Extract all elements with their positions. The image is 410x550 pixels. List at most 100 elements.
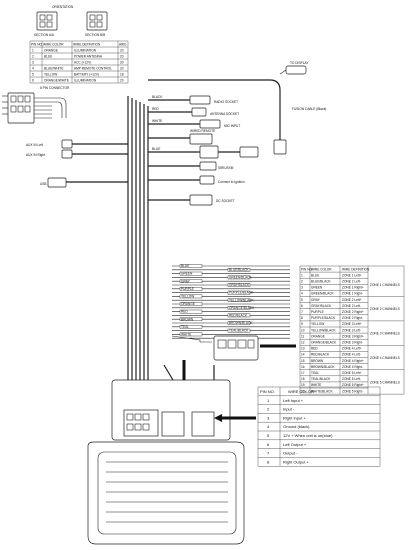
wire-table-definition: ZONE 2 Right+ xyxy=(342,310,364,314)
speaker-wire-color: BLUE xyxy=(181,264,189,268)
wire-table-definition: ZONE 3 Right- xyxy=(342,341,363,345)
wire-table-frame xyxy=(299,265,405,395)
wire-table-pin: 7 xyxy=(301,310,303,314)
zone-label: ZONE 4 CHANNELS xyxy=(370,356,400,360)
amp-table-wire: Output - xyxy=(283,451,298,456)
wire-tag xyxy=(227,283,251,287)
to-display-label: TO DISPLAY xyxy=(290,61,309,65)
aux-connectors xyxy=(61,139,128,159)
speaker-wire-color: GRAY xyxy=(181,279,191,283)
top-table-cell: 4 xyxy=(32,67,34,71)
top-table-header: WIRE DEFINITION xyxy=(73,43,101,47)
usb-connector xyxy=(47,177,128,188)
wire-tag xyxy=(179,271,203,276)
wire-table-pin: 13 xyxy=(301,347,305,351)
wire-table-definition: ZONE 5 Left+ xyxy=(342,371,362,375)
wire-table-color: GRAY/BLACK xyxy=(311,304,332,308)
wire-table-pin: 4 xyxy=(301,292,303,296)
wire-table-pin: 16 xyxy=(301,365,305,369)
wire-table-pin: 10 xyxy=(301,328,305,332)
wire-table-pin: 17 xyxy=(301,371,305,375)
wire-tag xyxy=(179,317,203,322)
wire-table-pin: 5 xyxy=(301,298,303,302)
orientation-label-b: SECTION B/B xyxy=(85,33,105,37)
top-table-cell: 18 xyxy=(120,73,124,77)
usb-label: USB xyxy=(40,182,47,186)
wire-table-pin: 1 xyxy=(301,273,303,277)
wire-tag xyxy=(179,309,203,314)
orientation-title: ORIENTATION xyxy=(52,5,74,9)
speaker-wire-color: GREEN xyxy=(181,272,193,276)
top-table-cell: YELLOW xyxy=(44,73,57,77)
top-table-cell: ILLUMINATION xyxy=(74,49,97,53)
wire-tag xyxy=(179,294,203,299)
wire-white-label: WHITE xyxy=(152,119,162,123)
wire-table-definition: ZONE 2 Left- xyxy=(342,304,361,308)
wired-remote-label: WIRED REMOTE xyxy=(190,129,215,133)
wire-table-definition: ZONE 5 Right+ xyxy=(342,383,364,387)
amp-table-pin: 1 xyxy=(267,398,270,403)
amp-table-wire: Right Output + xyxy=(283,459,310,464)
amp-arrow-head xyxy=(214,414,222,422)
speaker-harness-connector xyxy=(213,335,259,361)
top-table-cell: POWER ANTENNA xyxy=(74,55,103,59)
top-table-cell: 3 xyxy=(32,61,34,65)
fusion-cable-label: FUSION CABLE (Blank) xyxy=(292,107,326,111)
amp-table-wire: Left Input + xyxy=(283,398,304,403)
wire-table-definition: ZONE 3 Right+ xyxy=(342,334,364,338)
wire-table-pin: 3 xyxy=(301,286,303,290)
wire-table-color: WHITE/BLACK xyxy=(311,389,333,393)
top-table-cell: 20 xyxy=(120,55,124,59)
amp-table-wire: Input - xyxy=(283,407,295,412)
bank-feed xyxy=(171,335,212,343)
pin8-connector xyxy=(7,92,35,124)
wire-table-definition: ZONE 3 Left- xyxy=(342,328,361,332)
wire-table-color: YELLOW/BLACK xyxy=(311,328,336,332)
amp-table-wire: Ground (black) xyxy=(283,424,310,429)
wire-table-definition: ZONE 2 Right- xyxy=(342,316,363,320)
wire-table-color: BLUE/BLACK xyxy=(311,280,332,284)
amp-table-pin: 8 xyxy=(267,459,270,464)
wire-table-header: WIRE COLOR xyxy=(311,267,332,271)
wire-tag xyxy=(227,290,251,295)
wire-table-pin: 2 xyxy=(301,280,303,284)
wire-tag xyxy=(179,332,203,337)
top-table-cell: 20 xyxy=(120,49,124,53)
top-table-cell: 20 xyxy=(120,79,124,83)
wire-table-color: TEAL xyxy=(311,371,319,375)
wire-table-pin: 15 xyxy=(301,359,305,363)
amp-table-header: WIRE COLOR xyxy=(288,389,314,394)
amp-table-pin: 6 xyxy=(267,442,270,447)
wire-tag xyxy=(227,313,251,318)
data-cable xyxy=(148,65,307,155)
orientation-connector-b xyxy=(86,11,108,31)
pin8-connector-label: 8 PIN CONNECTOR xyxy=(40,86,70,90)
wire-table-definition: ZONE 5 Left- xyxy=(342,377,361,381)
aux-left-label: AUX IN Left xyxy=(26,143,43,147)
wire-table-pin: 18 xyxy=(301,377,305,381)
wire-table-color: BROWN/BLACK xyxy=(311,365,335,369)
top-table-header: AWG xyxy=(119,43,127,47)
wire-table-color: GRAY xyxy=(311,298,321,302)
wire-table-color: PURPLE xyxy=(311,310,324,314)
top-table-header: WIRE COLOR xyxy=(43,43,64,47)
wire-table-definition: ZONE 4 Right+ xyxy=(342,359,364,363)
amp-table-wire: Left Output + xyxy=(283,442,307,447)
wire-table-pin: 9 xyxy=(301,322,303,326)
speaker-wire-color: RED/BLACK xyxy=(229,314,248,318)
speaker-wire-color: WHITE xyxy=(181,333,191,337)
zone-label: ZONE 2 CHANNELS xyxy=(370,307,400,311)
wire-table-color: RED xyxy=(311,347,318,351)
dc-socket-label: DC SOCKET xyxy=(216,199,235,203)
speaker-wire-color: RED xyxy=(181,310,188,314)
wire-table-color: ORANGE xyxy=(311,334,325,338)
siriusxm-label: SIRIUSXM xyxy=(218,166,234,170)
wire-table-pin: 14 xyxy=(301,353,305,357)
speaker-wire-color: TEAL/BLACK xyxy=(229,329,249,333)
speaker-wire-color: YELLOW xyxy=(181,295,194,299)
wire-table-header: PIN NO. xyxy=(301,267,313,271)
wire-tag xyxy=(179,279,203,284)
amp-table-pin: 4 xyxy=(267,424,270,429)
